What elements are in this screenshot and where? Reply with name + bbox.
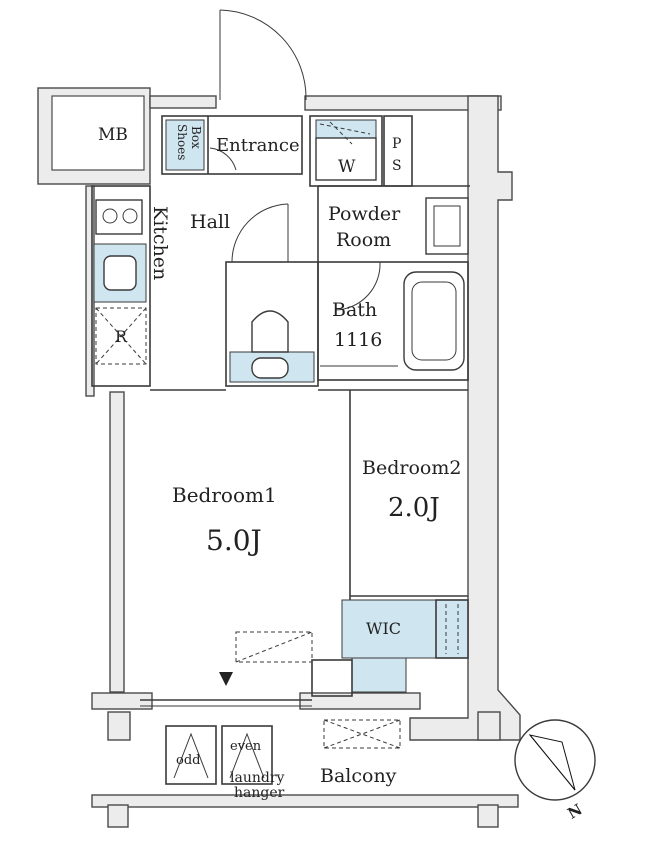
hall-label: Hall xyxy=(190,211,230,233)
stove-icon xyxy=(95,199,143,235)
north-label: N xyxy=(565,800,586,823)
refrigerator-icon xyxy=(95,307,147,365)
shoes-label: Shoes xyxy=(175,124,189,160)
bedroom1-size: 5.0J xyxy=(206,524,262,557)
balcony-label: Balcony xyxy=(320,765,397,787)
laundry-label: laundry xyxy=(230,770,285,786)
bathtub-icon xyxy=(403,271,465,371)
washer-label: W xyxy=(338,157,356,177)
interior-walls xyxy=(91,115,470,707)
bedroom2-label: Bedroom2 xyxy=(362,457,461,479)
bedroom1-label: Bedroom1 xyxy=(172,483,277,507)
ps-label-s: S xyxy=(392,158,402,174)
bedroom2-size: 2.0J xyxy=(388,493,440,523)
even-label: even xyxy=(230,739,262,754)
walls xyxy=(37,87,521,828)
box-label: Box xyxy=(189,126,203,149)
fixtures xyxy=(93,119,469,785)
labels: MB Shoes Box Entrance W P S Hall Powder … xyxy=(98,124,586,823)
hanger-label: hanger xyxy=(234,785,285,801)
refrigerator-label: R xyxy=(115,327,128,346)
mb-label: MB xyxy=(98,125,128,145)
window-marker-icon xyxy=(219,672,233,686)
powder-label: Powder xyxy=(328,203,401,225)
vanity-icon xyxy=(425,197,469,255)
doors xyxy=(209,9,381,311)
room-label: Room xyxy=(336,229,391,251)
bath-size-label: 1116 xyxy=(334,329,382,351)
shoes-box xyxy=(165,119,205,171)
compass xyxy=(514,719,596,801)
kitchen-label: Kitchen xyxy=(149,206,171,280)
bath-label: Bath xyxy=(332,299,377,321)
toilet-icon xyxy=(251,357,289,379)
entrance-label: Entrance xyxy=(216,135,300,156)
wic-label: WIC xyxy=(366,619,401,638)
odd-label: odd xyxy=(176,753,200,768)
ps-label-p: P xyxy=(392,136,401,152)
ac-outdoor-unit xyxy=(323,719,401,749)
